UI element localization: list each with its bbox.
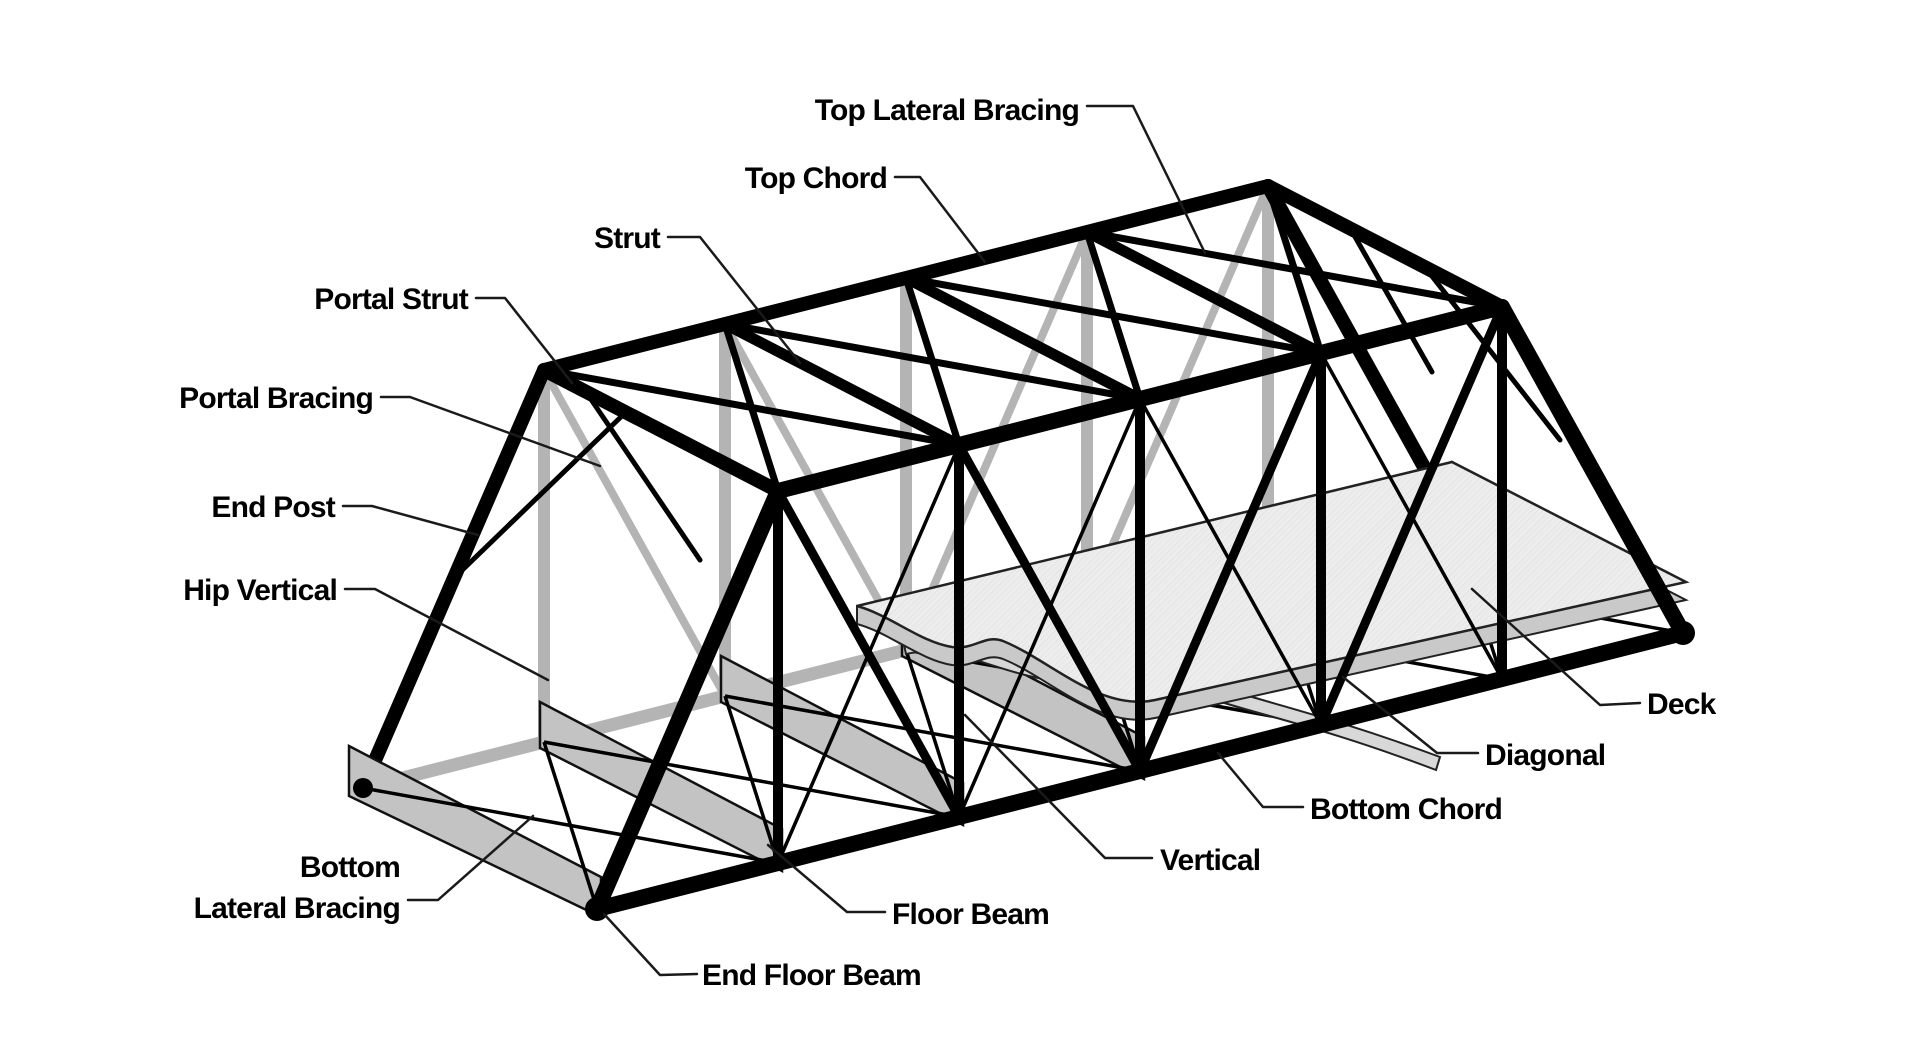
bottom-lateral-brace (542, 741, 599, 910)
leader-diagonal (1341, 675, 1480, 755)
portal-strut-right (1261, 179, 1509, 314)
portal-brace (450, 409, 629, 582)
leader-portal-bracing (379, 395, 602, 468)
leader-portal-strut (474, 296, 574, 385)
portal-brace (1347, 225, 1435, 375)
end-post-right (1494, 299, 1691, 641)
bearing-pin (585, 897, 609, 921)
leader-floor-beam (766, 843, 887, 914)
bottom-lateral-brace (723, 695, 780, 864)
diagonal-member (1135, 348, 1326, 776)
top-lateral-bracing-members (543, 184, 1503, 493)
label-end-floor-beam: End Floor Beam (702, 959, 921, 992)
label-top-lateral-bracing: Top Lateral Bracing (815, 94, 1079, 127)
top-lateral-brace (1086, 228, 1503, 311)
leader-top-lateral-bracing (1085, 104, 1207, 255)
portal-strut-left (537, 363, 785, 498)
top-lateral-brace (543, 366, 960, 449)
label-top-chord: Top Chord (745, 162, 887, 195)
leader-top-chord (893, 175, 987, 264)
near-main-diagonals (773, 302, 1507, 822)
leader-hip-vertical (343, 587, 550, 682)
label-bottom-chord: Bottom Chord (1310, 793, 1502, 826)
deck-group (856, 460, 1690, 772)
leader-bottom-lateral-bracing (406, 814, 535, 902)
label-diagonal: Diagonal (1485, 739, 1605, 772)
label-deck: Deck (1647, 688, 1717, 721)
leader-deck (1470, 587, 1642, 707)
strut-member (719, 318, 965, 451)
diagonal-member (954, 440, 1145, 776)
diagonal-member (773, 486, 964, 822)
strut-member (1081, 226, 1327, 359)
bearing-pin (353, 778, 373, 798)
leader-end-floor-beam (602, 912, 699, 977)
floor-beam-member (538, 699, 784, 874)
far-diagonal (540, 368, 729, 698)
label-hip-vertical: Hip Vertical (183, 574, 337, 607)
top-chord-member (770, 299, 1510, 499)
strut-member (900, 272, 1146, 405)
label-end-post: End Post (211, 491, 335, 524)
leader-end-post (341, 504, 480, 537)
bottom-lateral-brace (904, 649, 961, 818)
leader-bottom-chord (1216, 751, 1305, 809)
top-lateral-brace (724, 320, 1141, 403)
label-portal-bracing: Portal Bracing (179, 382, 373, 415)
label-portal-strut: Portal Strut (314, 283, 469, 316)
label-vertical: Vertical (1160, 844, 1260, 877)
label-line: Lateral Bracing (194, 892, 400, 925)
label-line: Bottom (300, 851, 400, 884)
portal-brace (583, 389, 703, 563)
leader-vertical (963, 713, 1154, 860)
leader-strut (666, 235, 802, 365)
bearing-pin (1671, 621, 1695, 645)
top-lateral-brace (905, 274, 1322, 357)
end-post-left (589, 483, 786, 917)
portal-brace (1421, 263, 1563, 443)
label-floor-beam: Floor Beam (892, 898, 1049, 931)
bottom-chord-member (589, 625, 1691, 917)
label-strut: Strut (594, 222, 661, 255)
struts-and-portals (450, 179, 1563, 582)
diagonal-member (1316, 302, 1507, 730)
